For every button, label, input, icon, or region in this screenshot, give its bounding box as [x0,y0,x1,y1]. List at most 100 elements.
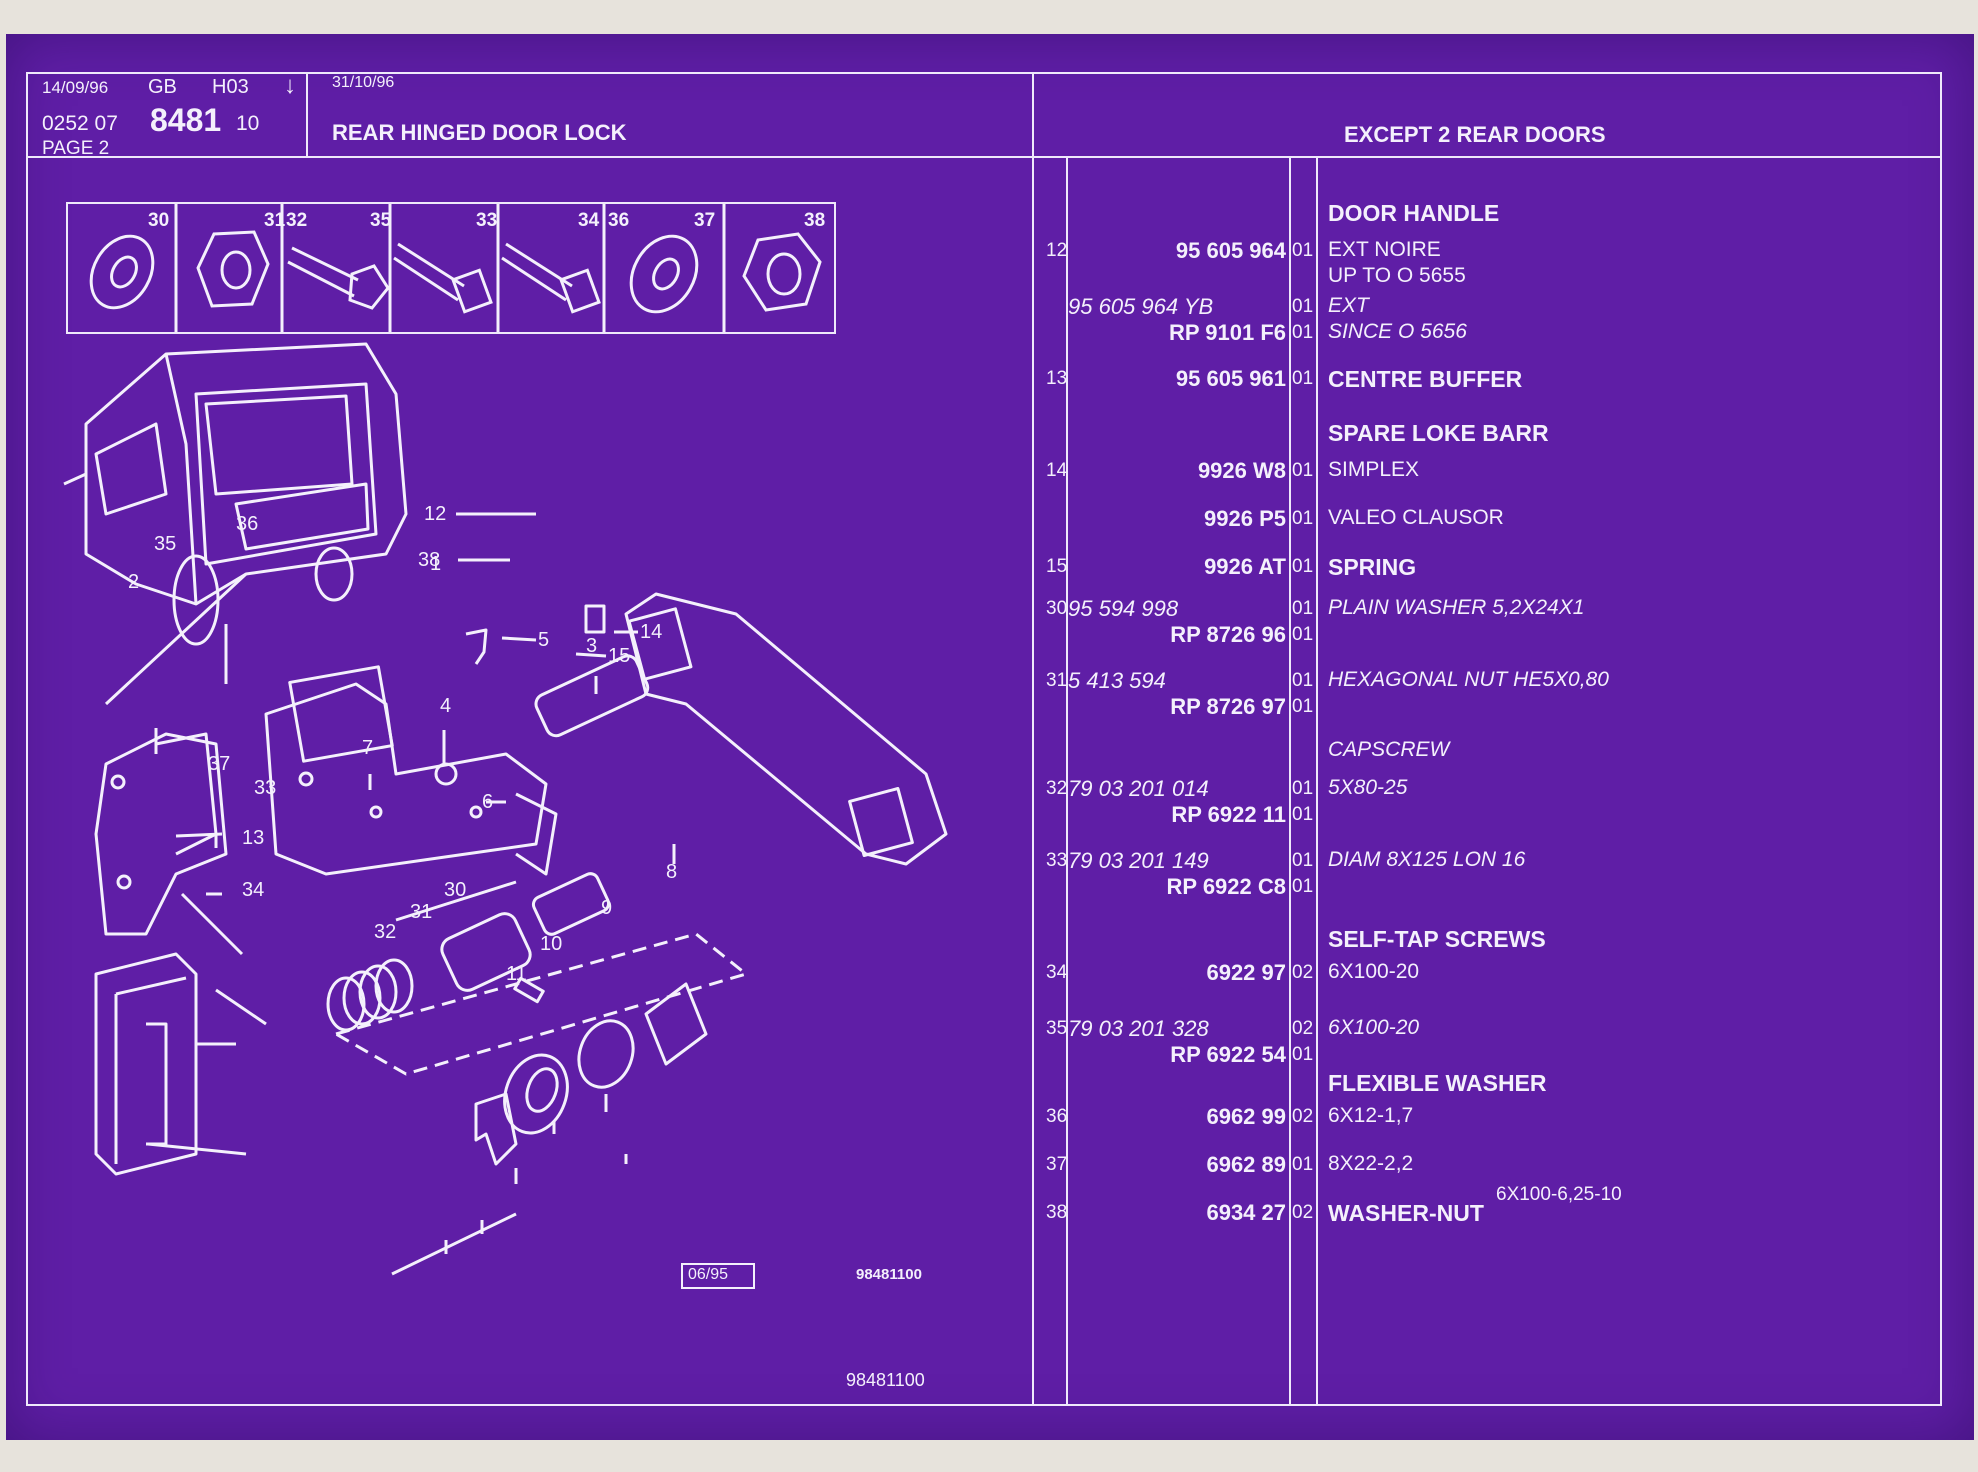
header-date: 14/09/96 [42,78,109,97]
callout-31: 31 [410,901,432,923]
header-rule-right [1032,156,1942,158]
callout-6: 6 [482,791,493,813]
part-ref: 36 [1046,1106,1068,1127]
header-rule-left [26,156,1032,158]
part-description: UP TO O 5655 [1328,264,1466,287]
part-number: RP 8726 97 [1170,694,1286,719]
part-qty: 01 [1292,850,1314,871]
part-number: RP 6922 C8 [1166,874,1286,899]
thumb-label-30: 30 [148,210,169,231]
table-col-line-1 [1066,156,1068,1406]
thumbnail-strip: 30 31 32 35 33 34 36 37 38 [66,202,836,334]
thumb-label-37: 37 [694,210,715,231]
part-qty: 01 [1292,556,1314,577]
center-divider [1032,72,1034,1406]
header-date2: 31/10/96 [332,74,395,91]
part-description: 6X100-20 [1328,960,1420,983]
parts-catalog-sheet: 14/09/96 GB H03 ↓ 0252 07 8481 10 PAGE 2… [6,34,1974,1440]
part-qty: 02 [1292,1202,1314,1223]
part-qty: 01 [1292,876,1314,897]
callout-11: 11 [506,963,527,985]
callout-12: 12 [424,503,446,525]
doc-number: 8481 [150,102,222,138]
part-description: CENTRE BUFFER [1328,366,1523,392]
part-qty: 01 [1292,778,1314,799]
part-qty: 01 [1292,322,1314,343]
part-qty: 01 [1292,368,1314,389]
stamp-box [681,1263,755,1289]
part-number: 79 03 201 014 [1068,776,1209,801]
part-ref: 14 [1046,460,1068,481]
callout-1: 1 [430,553,441,575]
part-description: 6X12-1,7 [1328,1104,1414,1127]
header-box-divider [306,72,308,156]
part-number: 6962 99 [1206,1104,1286,1129]
doc-suffix: 10 [236,112,260,135]
part-qty: 01 [1292,670,1314,691]
part-number: 95 605 964 [1175,238,1286,263]
part-ref: 31 [1046,670,1068,691]
page-title: REAR HINGED DOOR LOCK [332,120,627,145]
part-description: HEXAGONAL NUT HE5X0,80 [1328,668,1609,691]
part-number: 6922 97 [1206,960,1286,985]
part-qty: 01 [1292,508,1314,529]
part-description: SELF-TAP SCREWS [1328,926,1546,952]
stamp-text: 06/95 [688,1266,729,1283]
part-description: CAPSCREW [1328,738,1450,761]
part-description: PLAIN WASHER 5,2X24X1 [1328,596,1585,619]
callout-32: 32 [374,921,396,943]
part-qty: 01 [1292,598,1314,619]
thumb-label-34: 34 [578,210,600,231]
thumb-label-32: 32 [286,210,307,231]
part-description: EXT NOIRE [1328,238,1441,261]
part-number: RP 6922 11 [1171,802,1286,827]
part-number: 95 605 961 [1175,366,1286,391]
part-ref: 15 [1046,556,1068,577]
callout-14: 14 [640,621,662,643]
part-number: 9926 AT [1204,554,1286,579]
part-qty: 01 [1292,460,1314,481]
part-ref: 37 [1046,1154,1068,1175]
part-qty: 01 [1292,1044,1314,1065]
part-description: 5X80-25 [1328,776,1408,799]
part-qty: 01 [1292,804,1314,825]
callout-30: 30 [444,879,466,901]
callout-34: 34 [242,879,264,901]
callout-38: 38 [418,549,440,571]
part-ref: 33 [1046,850,1068,871]
part-qty: 01 [1292,696,1314,717]
callout-35: 35 [154,533,176,555]
right-title: EXCEPT 2 REAR DOORS [1344,122,1606,147]
part-description: 8X22-2,2 [1328,1152,1414,1175]
part-number: RP 9101 F6 [1168,320,1286,345]
callout-37: 37 [208,753,230,775]
down-arrow-icon: ↓ [284,72,296,99]
part-description: DIAM 8X125 LON 16 [1328,848,1526,871]
callout-5: 5 [538,629,549,651]
thumbnail-icons: 30 31 32 35 33 34 36 37 38 [89,204,825,332]
callout-36: 36 [236,513,258,535]
callout-15: 15 [608,645,630,667]
part-ref: 34 [1046,962,1068,983]
callout-33: 33 [254,777,276,799]
part-description: WASHER-NUT [1328,1200,1484,1226]
part-number: 5 413 594 [1068,668,1166,693]
thumb-label-36: 36 [608,210,629,231]
part-number: RP 6922 54 [1170,1042,1286,1067]
part-qty: 01 [1292,624,1314,645]
part-description: DOOR HANDLE [1328,200,1500,226]
table-col-line-3 [1316,156,1318,1406]
page-label: PAGE 2 [42,138,110,159]
part-description: FLEXIBLE WASHER [1328,1070,1547,1096]
part-description: EXT [1328,294,1369,317]
callout-9: 9 [601,897,612,919]
callout-4: 4 [440,695,451,717]
callout-10: 10 [540,933,562,955]
part-qty: 01 [1292,296,1314,317]
callout-7: 7 [362,737,373,759]
part-number: 9926 W8 [1197,458,1286,483]
part-description: SPARE LOKE BARR [1328,420,1549,446]
thumb-label-31: 31 [264,210,286,231]
doc-prefix: 0252 07 [42,112,118,135]
callout-13: 13 [242,827,264,849]
